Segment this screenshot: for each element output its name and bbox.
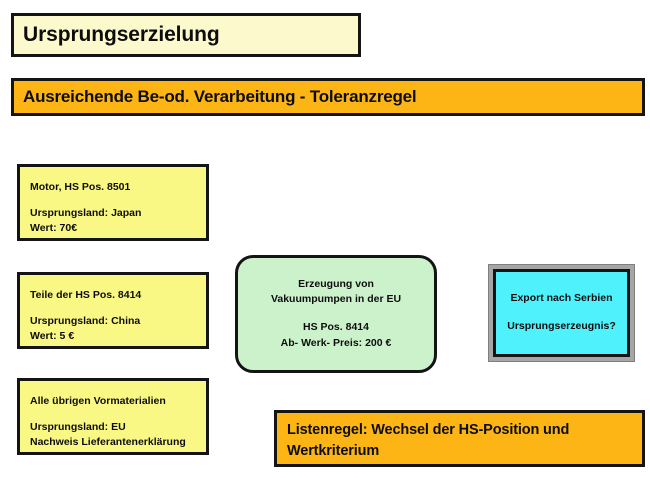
material-card-uebrige-proof: Nachweis Lieferantenerklärung [30, 436, 186, 449]
list-rule-line-1: Listenregel: Wechsel der HS-Position und [287, 422, 570, 438]
slide-title-text: Ursprungserzielung [23, 23, 220, 46]
export-destination: Export nach Serbien [510, 292, 613, 305]
material-card-motor-title: Motor, HS Pos. 8501 [30, 181, 131, 193]
export-box-frame: Export nach Serbien Ursprungserzeugnis? [488, 264, 635, 362]
process-ex-works-price: Ab- Werk- Preis: 200 € [280, 336, 392, 349]
spacer [30, 195, 206, 206]
material-card-teile-value: Wert: 5 € [30, 330, 75, 343]
export-question: Ursprungserzeugnis? [507, 320, 616, 332]
material-card-motor: Motor, HS Pos. 8501 Ursprungsland: Japan… [17, 164, 209, 241]
material-card-teile-title: Teile der HS Pos. 8414 [30, 289, 142, 301]
material-card-uebrige-origin: Ursprungsland: EU [30, 421, 126, 434]
spacer [30, 303, 206, 314]
material-card-uebrige-title: Alle übrigen Vormaterialien [30, 395, 166, 407]
list-rule-line-2: Wertkriterium [287, 443, 380, 460]
spacer [30, 409, 206, 420]
process-hs-position: HS Pos. 8414 [303, 321, 369, 333]
material-card-motor-origin: Ursprungsland: Japan [30, 207, 142, 220]
slide-title-box: Ursprungserzielung [11, 13, 361, 57]
material-card-teile: Teile der HS Pos. 8414 Ursprungsland: Ch… [17, 272, 209, 349]
list-rule-banner: Listenregel: Wechsel der HS-Position und… [274, 410, 645, 467]
process-line-1: Erzeugung von [298, 277, 374, 290]
slide-subtitle-text: Ausreichende Be-od. Verarbeitung - Toler… [23, 87, 417, 106]
export-box: Export nach Serbien Ursprungserzeugnis? [493, 269, 630, 357]
material-card-teile-origin: Ursprungsland: China [30, 315, 141, 328]
material-card-uebrige: Alle übrigen Vormaterialien Ursprungslan… [17, 378, 209, 455]
slide-subtitle-banner: Ausreichende Be-od. Verarbeitung - Toler… [11, 78, 645, 116]
process-line-2: Vakuumpumpen in der EU [270, 293, 402, 306]
production-process-box: Erzeugung von Vakuumpumpen in der EU HS … [235, 255, 437, 373]
material-card-motor-value: Wert: 70€ [30, 222, 78, 235]
